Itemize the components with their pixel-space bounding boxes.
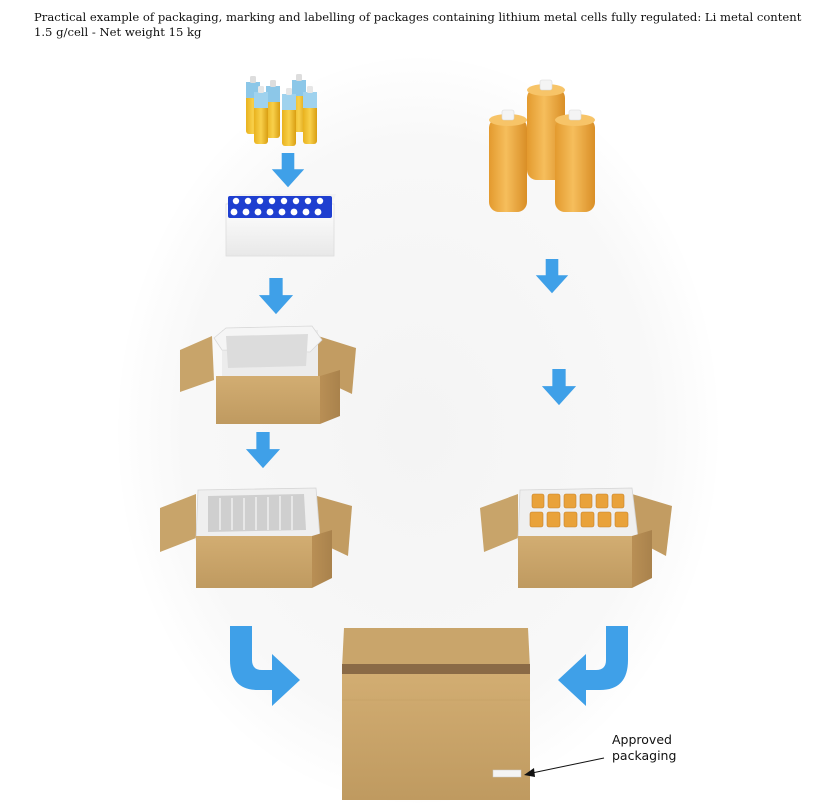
down-arrow-icon <box>258 278 294 315</box>
title-line-1: Practical example of packaging, marking … <box>34 10 802 24</box>
open-box-with-tray-icon <box>160 487 352 588</box>
down-arrow-icon <box>245 432 281 469</box>
label-icon <box>492 769 522 778</box>
down-arrow-icon <box>271 153 305 188</box>
curved-arrow-icon <box>558 626 628 706</box>
approved-packaging-label: Approved packaging <box>612 732 676 764</box>
small-cells-icon <box>246 74 317 146</box>
curved-arrow-icon <box>230 626 300 706</box>
closed-package-icon <box>342 628 530 800</box>
down-arrow-icon <box>541 369 577 406</box>
down-arrow-icon <box>535 259 569 294</box>
open-box-icon <box>180 325 356 424</box>
title-line-2: 1.5 g/cell - Net weight 15 kg <box>34 25 202 39</box>
page-title: Practical example of packaging, marking … <box>34 10 829 40</box>
large-cells-icon <box>489 79 595 212</box>
callout-line-2: packaging <box>612 748 677 763</box>
open-box-with-cells-icon <box>480 487 672 588</box>
callout-pointer <box>524 757 605 777</box>
cell-tray-icon <box>225 194 336 257</box>
callout-line-1: Approved <box>612 732 672 747</box>
